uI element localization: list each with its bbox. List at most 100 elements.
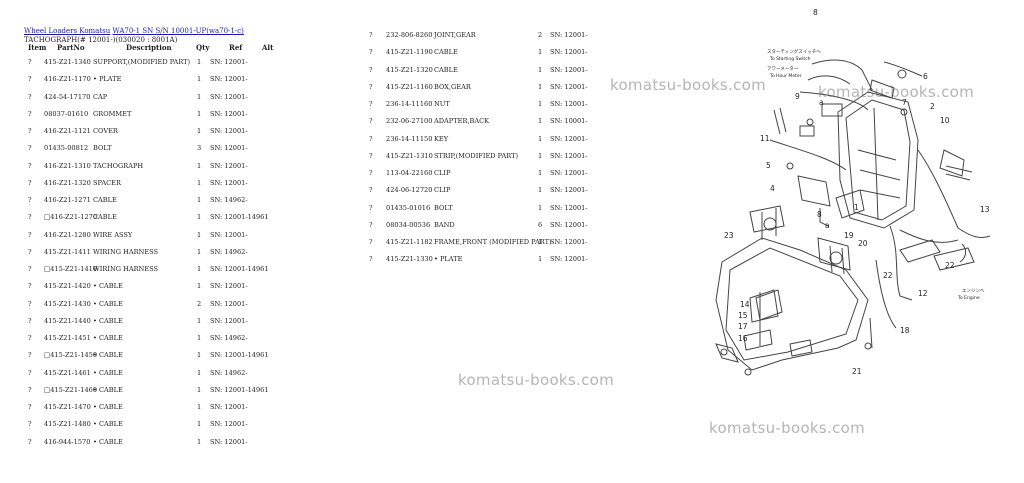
cable-line [807,75,851,85]
qty-cell: 1 [538,134,543,143]
callout-17: 17 [738,322,748,331]
ref-cell: SN: 12001- [210,92,248,101]
ref-cell: SN: 12001- [210,403,248,411]
description-cell: • PLATE [434,255,463,264]
cable-line [811,59,873,91]
note-hour-meter-jp: アワーメーター [767,65,799,72]
ref-cell: SN: 12001- [550,48,588,57]
callout-23: 23 [724,231,734,240]
callout-8-top: 8 [813,8,818,17]
breadcrumb-link-wheel-loaders[interactable]: Wheel Loaders Komatsu [24,27,111,35]
description-cell: NUT [434,100,450,108]
partno-cell: 232-06-27100 [386,117,433,126]
partno-cell: 113-04-22160 [386,169,433,177]
callout-19: 19 [844,231,854,240]
note-starting-switch-jp: スターティングスイッチへ [767,48,821,55]
tachograph-housing [837,91,919,229]
partno-cell: 415-Z21-1310 [386,151,433,160]
ref-cell: SN: 12001- [550,65,588,74]
ref-cell: SN: 12001- [550,238,588,246]
ref-cell: SN: 12001- [210,437,248,446]
partno-cell: 236-14-11150 [386,134,433,143]
item-cell: ? [369,117,373,126]
ref-cell: SN: 12001- [210,230,248,239]
description-cell: GROMMET [93,109,132,118]
description-cell: CLIP [434,186,451,195]
ref-cell: SN: 14962- [210,368,248,377]
callout-18: 18 [900,326,910,335]
partno-cell: 415-Z21-1330 [386,255,433,264]
qty-cell: 1 [538,203,543,212]
ref-cell: SN: 12001- [550,220,588,229]
ref-cell: SN: 12001- [210,144,248,153]
partno-cell: 415-Z21-1451 [44,334,91,342]
callout-a-2: a [825,221,830,230]
ref-cell: SN: 12001- [210,161,248,170]
qty-cell: 1 [197,178,202,187]
note-engine: To Engine [957,295,980,301]
description-cell: WIRE ASSY [93,230,133,239]
callout-20: 20 [858,239,868,248]
item-cell: ? [28,420,32,429]
description-cell: • CABLE [93,334,123,342]
item-cell: ? [28,403,32,411]
item-cell: ? [28,299,32,308]
ref-cell: SN: 12001- [210,109,248,118]
partno-cell: 415-Z21-1480 [44,420,91,429]
description-cell: BOLT [93,144,112,153]
description-cell: BOX,GEAR [434,82,471,91]
partno-cell: □415-Z21-1450 [44,351,98,360]
qty-cell: 1 [538,151,543,160]
partno-cell: 415-Z21-1430 [44,299,91,308]
item-cell: ? [28,368,32,377]
partno-cell: 416-Z21-1310 [44,161,91,170]
watermark: komatsu-books.com [458,371,615,389]
qty-cell: 1 [538,82,543,91]
description-cell: • CABLE [93,385,123,394]
description-cell: SUPPORT,(MODIFIED PART) [93,58,191,66]
qty-cell: 1 [197,334,202,342]
breadcrumb-link-model[interactable]: WA70-1 SN S/N 10001-UP(wa70-1-c) [112,27,244,35]
col-alt-header: Alt [262,43,274,52]
qty-cell: 2 [538,31,543,39]
item-cell: ? [369,203,373,212]
partno-cell: 415-Z21-1461 [44,368,91,377]
cable-line [769,139,847,171]
ref-cell: SN: 12001- [550,255,588,264]
callout-14: 14 [740,300,750,309]
partno-cell: 424-54-17170 [44,92,91,101]
description-cell: • CABLE [93,351,123,360]
item-cell: ? [28,351,32,360]
item-cell: ? [369,31,373,39]
item-cell: ? [369,48,373,57]
description-cell: • CABLE [93,437,123,446]
qty-cell: 1 [538,169,543,177]
qty-cell: 1 [197,196,202,204]
item-cell: ? [369,82,373,91]
callout-15: 15 [738,311,748,320]
qty-cell: 1 [197,368,202,377]
callout-2: 2 [930,102,935,111]
cable-line [799,91,869,111]
description-cell: • CABLE [93,316,123,325]
ref-cell: SN: 12001-14961 [210,385,269,394]
ref-cell: SN: 12001- [210,58,248,66]
description-cell: BAND [434,220,455,229]
description-cell: • CABLE [93,403,123,411]
partno-cell: 415-Z21-1320 [386,65,433,74]
qty-cell: 1 [197,230,202,239]
callout-8-mid: 8 [817,210,822,219]
ref-cell: SN: 12001- [210,282,248,291]
description-cell: WIRING HARNESS [93,247,159,256]
